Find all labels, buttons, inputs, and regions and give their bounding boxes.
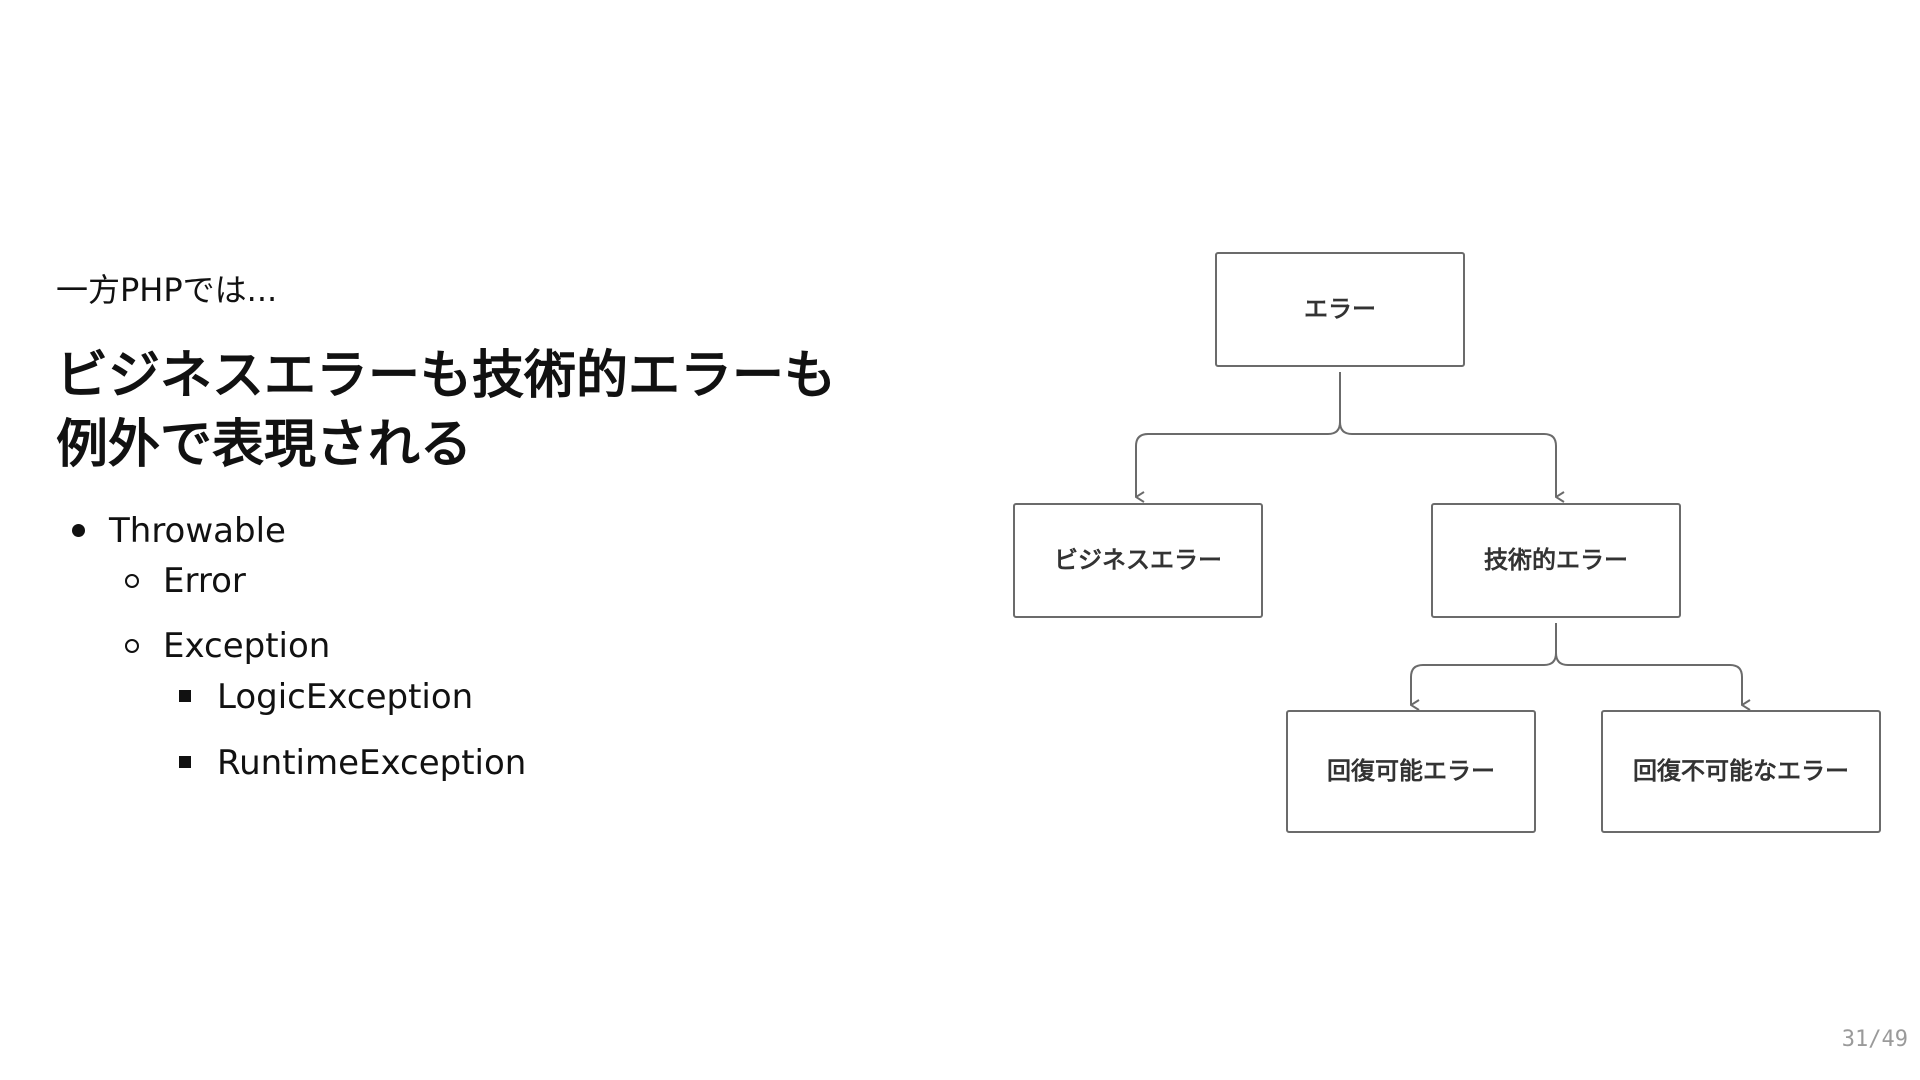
headline-line-1: ビジネスエラーも技術的エラーも — [56, 345, 837, 406]
text-column: 一方PHPでは... ビジネスエラーも技術的エラーも 例外で表現される Thro… — [56, 270, 956, 807]
circle-bullet-icon — [125, 574, 139, 589]
node-error: エラー — [1215, 252, 1465, 367]
sublist-exception: LogicException RuntimeException — [163, 675, 956, 785]
edge-error-to-technical — [1339, 372, 1556, 497]
node-label-business-error: ビジネスエラー — [1054, 546, 1222, 574]
edge-technical-to-unrecoverable — [1555, 623, 1742, 705]
edge-error-to-business — [1135, 372, 1341, 497]
square-bullet-icon — [179, 689, 191, 702]
list-item-error: Error — [109, 559, 956, 603]
headline-line-2: 例外で表現される — [56, 415, 473, 476]
list-item-runtime-exception: RuntimeException — [163, 741, 956, 785]
headline: ビジネスエラーも技術的エラーも 例外で表現される — [56, 342, 956, 481]
list-item-label: LogicException — [217, 676, 474, 717]
node-technical-error: 技術的エラー — [1431, 503, 1681, 618]
list-item-label: Exception — [163, 626, 331, 667]
sublist-throwable: Error Exception LogicException — [109, 559, 956, 785]
page-number: 31/49 — [1841, 1027, 1908, 1052]
node-unrecoverable-error: 回復不可能なエラー — [1601, 710, 1881, 833]
disc-bullet-icon — [72, 523, 85, 537]
list-item-exception: Exception LogicException RuntimeExceptio… — [109, 624, 956, 785]
square-bullet-icon — [179, 755, 191, 768]
list-item-throwable: Throwable Error Exception LogicException — [56, 509, 956, 785]
node-label-recoverable-error: 回復可能エラー — [1327, 757, 1495, 785]
list-item-label: Throwable — [109, 510, 286, 551]
list-item-label: Error — [163, 561, 246, 602]
node-recoverable-error: 回復可能エラー — [1286, 710, 1536, 833]
node-label-unrecoverable-error: 回復不可能なエラー — [1633, 757, 1849, 785]
node-label-technical-error: 技術的エラー — [1484, 546, 1628, 574]
edge-technical-to-recoverable — [1410, 623, 1557, 705]
node-label-error: エラー — [1304, 295, 1376, 323]
list-item-label: RuntimeException — [217, 742, 527, 783]
list-item-logic-exception: LogicException — [163, 675, 956, 719]
exception-hierarchy-list: Throwable Error Exception LogicException — [56, 509, 956, 785]
lead-text: 一方PHPでは... — [56, 271, 278, 309]
node-business-error: ビジネスエラー — [1013, 503, 1263, 618]
circle-bullet-icon — [125, 639, 139, 654]
